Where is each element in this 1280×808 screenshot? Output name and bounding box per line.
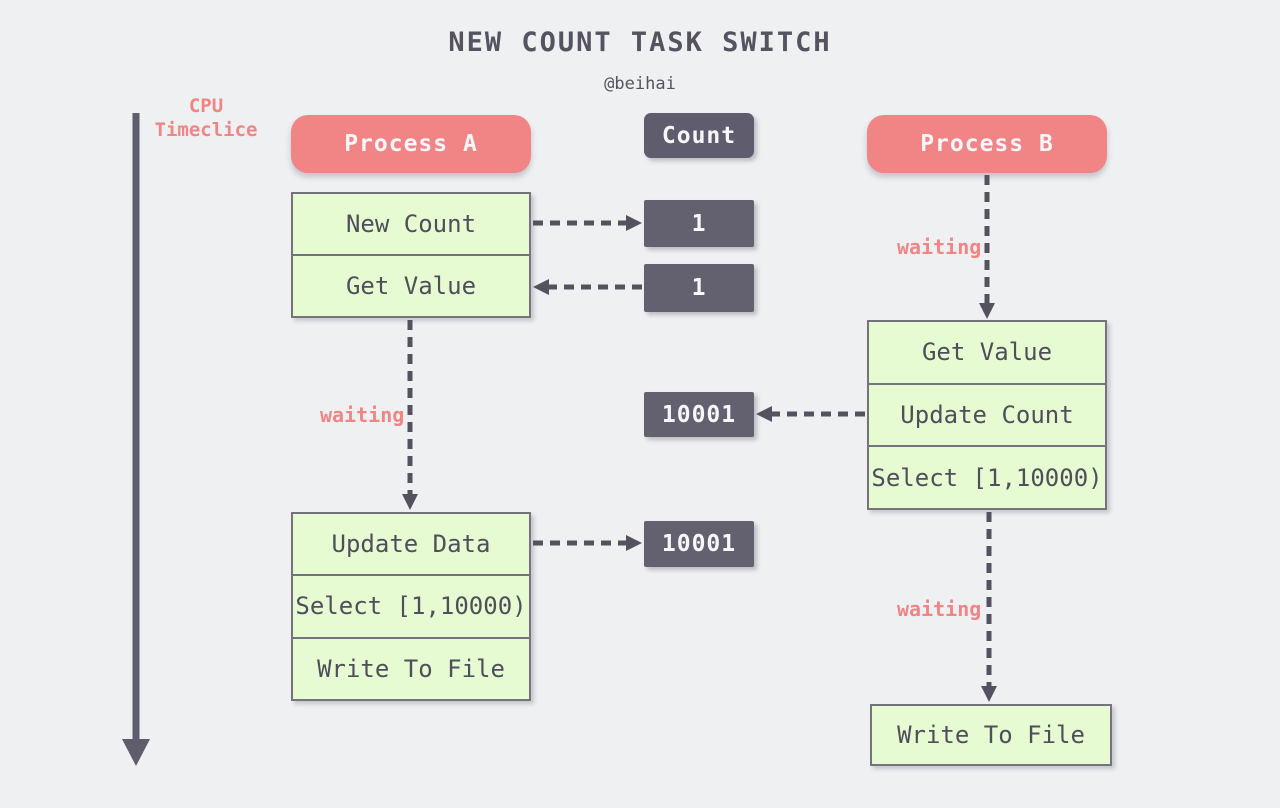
count-header: Count	[644, 113, 754, 158]
cpu-timeslice-label: CPU Timeclice	[150, 94, 262, 142]
process-a-header: Process A	[291, 115, 531, 173]
step-select-range-a: Select [1,10000)	[293, 574, 529, 636]
arrow-new-count-to-count	[533, 215, 642, 231]
step-write-to-file-b: Write To File	[897, 721, 1085, 749]
step-get-value-a: Get Value	[293, 254, 529, 316]
step-select-range-b: Select [1,10000)	[869, 445, 1105, 508]
cpu-timeline-arrow	[122, 113, 150, 766]
arrow-process-b-waiting-top	[979, 175, 995, 319]
count-value-3: 10001	[644, 392, 754, 437]
process-b-block-2: Write To File	[870, 704, 1112, 766]
count-value-1: 1	[644, 200, 754, 247]
waiting-label-process-b-top: waiting	[897, 235, 982, 259]
process-a-block-1: New Count Get Value	[291, 192, 531, 318]
arrow-update-data-to-count	[533, 535, 642, 551]
count-value-2: 1	[644, 264, 754, 312]
arrow-count-to-get-value-a	[533, 279, 642, 295]
arrow-process-a-waiting	[402, 320, 418, 510]
cpu-timeslice-label-line2: Timeclice	[154, 119, 258, 141]
arrow-process-b-waiting-bottom	[981, 512, 997, 702]
page-title: NEW COUNT TASK SWITCH	[448, 27, 832, 58]
author-credit: @beihai	[604, 74, 676, 94]
step-get-value-b: Get Value	[921, 338, 1053, 367]
process-b-block-1: Get Value Update Count Select [1,10000)	[867, 320, 1107, 510]
step-new-count: New Count	[345, 210, 477, 238]
step-update-data: Update Data	[331, 530, 491, 559]
step-update-count: Update Count	[869, 382, 1105, 446]
waiting-label-process-b-bottom: waiting	[897, 597, 982, 621]
step-write-to-file-a: Write To File	[293, 636, 529, 699]
process-b-header: Process B	[867, 115, 1107, 173]
waiting-label-process-a: waiting	[320, 403, 405, 427]
process-a-block-2: Update Data Select [1,10000) Write To Fi…	[291, 512, 531, 701]
cpu-timeslice-label-line1: CPU	[188, 95, 224, 117]
count-value-4: 10001	[644, 521, 754, 567]
arrow-update-count-to-count	[756, 406, 865, 422]
